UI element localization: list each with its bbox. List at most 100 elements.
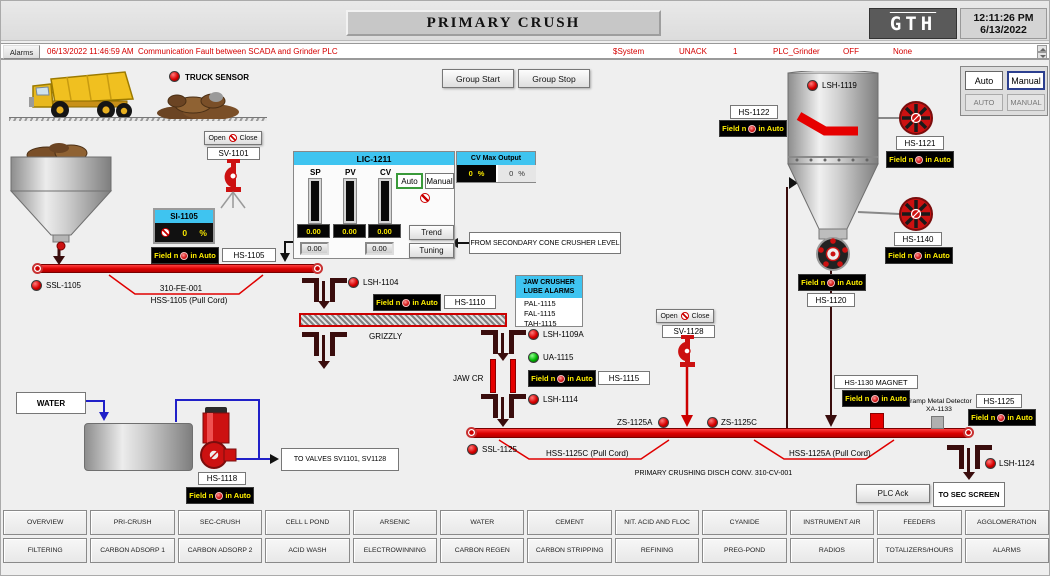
- haul-truck-icon: [29, 71, 134, 119]
- jaw-lube-alarm-item: TAH-1115: [524, 319, 557, 328]
- alarms-button[interactable]: Alarms: [3, 45, 40, 59]
- nav-refining[interactable]: REFINING: [614, 538, 700, 563]
- mode-auto-button[interactable]: Auto: [965, 71, 1003, 90]
- nav-agglomeration[interactable]: AGGLOMERATION: [964, 510, 1049, 535]
- hs1130-magnet-tag: HS-1130 MAGNET: [834, 375, 918, 389]
- fna-text-post: in Auto: [925, 155, 951, 164]
- lsh1124-label: LSH-1124: [999, 459, 1035, 468]
- group-start-button[interactable]: Group Start: [442, 69, 514, 88]
- group-stop-button[interactable]: Group Stop: [518, 69, 590, 88]
- mode-manual-button[interactable]: Manual: [1007, 71, 1045, 90]
- lic1211-cv-bar: [378, 178, 392, 224]
- lsh1109a-led: [528, 329, 539, 340]
- lic1211-trend-button[interactable]: Trend: [409, 225, 454, 240]
- alarm-dot-icon: [914, 251, 923, 260]
- clock-time: 12:11:26 PM: [973, 11, 1034, 24]
- si1105-value-row: 0 %: [155, 223, 213, 242]
- alarm-scroll-down-icon[interactable]: [1037, 52, 1047, 59]
- to-sec-screen-link[interactable]: TO SEC SCREEN: [933, 482, 1005, 507]
- sv1128-open-close-control[interactable]: Open Close: [656, 309, 714, 323]
- nav-radios[interactable]: RADIOS: [789, 538, 875, 563]
- nav-acid-wash[interactable]: ACID WASH: [265, 538, 350, 563]
- chute-bracket: [481, 394, 498, 418]
- fna-text-post: in Auto: [881, 394, 907, 403]
- lic1211-cv-input[interactable]: 0.00: [365, 242, 394, 255]
- chute-bracket: [509, 394, 526, 418]
- nav-pri-crush[interactable]: PRI-CRUSH: [90, 510, 175, 535]
- nav-arsenic[interactable]: ARSENIC: [352, 510, 438, 535]
- crusher-wheel-hs1140-icon: [899, 197, 933, 231]
- nav-cell-l-pond[interactable]: CELL L POND: [265, 510, 350, 535]
- to-valves-note: TO VALVES SV1101, SV1128: [281, 448, 399, 471]
- nav-carbon-regen[interactable]: CARBON REGEN: [440, 538, 525, 563]
- nav-feeders[interactable]: FEEDERS: [877, 510, 962, 535]
- alarm-dot-icon: [402, 298, 411, 307]
- sv1128-close-button[interactable]: Close: [691, 312, 710, 320]
- nav-water[interactable]: WATER: [440, 510, 525, 535]
- nav-cyanide[interactable]: CYANIDE: [702, 510, 787, 535]
- fna-text-post: in Auto: [758, 124, 784, 133]
- nav-totalizers-hours[interactable]: TOTALIZERS/HOURS: [877, 538, 962, 563]
- sv1101-open-close-control[interactable]: Open Close: [204, 131, 262, 145]
- cv-max-unit2: %: [518, 169, 525, 178]
- mode-auto-indicator[interactable]: AUTO: [965, 94, 1003, 111]
- nav-overview[interactable]: OVERVIEW: [3, 510, 88, 535]
- flow-arrow: [317, 281, 330, 309]
- nav-carbon-stripping[interactable]: CARBON STRIPPING: [527, 538, 612, 563]
- alarm-dot-icon: [997, 413, 1006, 422]
- alarm-scroll-up-icon[interactable]: [1037, 45, 1047, 52]
- sv1101-interlock-icon: [228, 134, 237, 142]
- lic1211-sp-label: SP: [310, 168, 321, 177]
- zs1125c-label: ZS-1125C: [721, 418, 757, 427]
- hs1105-tag: HS-1105: [222, 248, 276, 262]
- sv1101-close-button[interactable]: Close: [239, 134, 258, 142]
- nav-filtering[interactable]: FILTERING: [3, 538, 88, 563]
- page-title: PRIMARY CRUSH: [346, 10, 661, 36]
- si1105-unit: %: [199, 227, 207, 238]
- fna-text-pre: Field n: [845, 394, 870, 403]
- nav-preg-pond[interactable]: PREG-POND: [702, 538, 787, 563]
- mode-manual-indicator[interactable]: MANUAL: [1007, 94, 1045, 111]
- nav-cement[interactable]: CEMENT: [527, 510, 612, 535]
- fna-text-post: in Auto: [1007, 413, 1033, 422]
- nav-nit-acid-floc[interactable]: NIT. ACID AND FLOC: [614, 510, 700, 535]
- cv-max-title: CV Max Output: [457, 152, 535, 165]
- lic1211-pv-label: PV: [345, 168, 356, 177]
- alarm-state: OFF: [843, 47, 859, 56]
- fna-text-post: in Auto: [190, 251, 216, 260]
- ssl1125-label: SSL-1125: [482, 445, 517, 454]
- ssl1105-label: SSL-1105: [46, 281, 81, 290]
- crusher-wheel-hs1121-icon: [899, 101, 933, 135]
- plc-ack-button[interactable]: PLC Ack: [856, 484, 930, 503]
- nav-carbon-adsorp-2[interactable]: CARBON ADSORP 2: [177, 538, 263, 563]
- alarm-timestamp: 06/13/2022 11:46:59 AM: [47, 47, 134, 56]
- lic1211-auto-button[interactable]: Auto: [396, 173, 423, 189]
- lic1211-tuning-button[interactable]: Tuning: [409, 243, 454, 258]
- nav-alarms[interactable]: ALARMS: [964, 538, 1049, 563]
- zs1125c-led: [707, 417, 718, 428]
- nav-carbon-adsorp-1[interactable]: CARBON ADSORP 1: [90, 538, 175, 563]
- ore-pile-icon: [157, 92, 239, 119]
- cv-max-number: 0: [468, 169, 473, 178]
- screen-nav-grid: OVERVIEW PRI-CRUSH SEC-CRUSH CELL L POND…: [3, 510, 1049, 563]
- nav-instrument-air[interactable]: INSTRUMENT AIR: [789, 510, 875, 535]
- chute-bracket: [509, 330, 526, 354]
- fna-text-pre: Field n: [154, 251, 179, 260]
- si1105-display: SI-1105 0 %: [153, 208, 215, 244]
- lic1211-pv-bar: [343, 178, 357, 224]
- lic1211-manual-button[interactable]: Manual: [425, 173, 454, 189]
- fna-text-pre: Field n: [376, 298, 401, 307]
- flow-arrow: [496, 397, 509, 427]
- nav-sec-crush[interactable]: SEC-CRUSH: [177, 510, 263, 535]
- hs1115-tag: HS-1115: [598, 371, 650, 385]
- jaw-lube-title-2: LUBE ALARMS: [523, 288, 575, 295]
- lic1211-sp-input[interactable]: 0.00: [300, 242, 329, 255]
- fna-text-post: in Auto: [837, 278, 863, 287]
- conveyor1-tail-pulley: [32, 263, 43, 274]
- tramp-detector-name: Tramp Metal Detector: [906, 398, 972, 405]
- sv1128-open-button[interactable]: Open: [660, 312, 678, 320]
- nav-electrowinning[interactable]: ELECTROWINNING: [352, 538, 438, 563]
- zs1125a-label: ZS-1125A: [617, 418, 653, 427]
- sv1101-open-button[interactable]: Open: [208, 134, 226, 142]
